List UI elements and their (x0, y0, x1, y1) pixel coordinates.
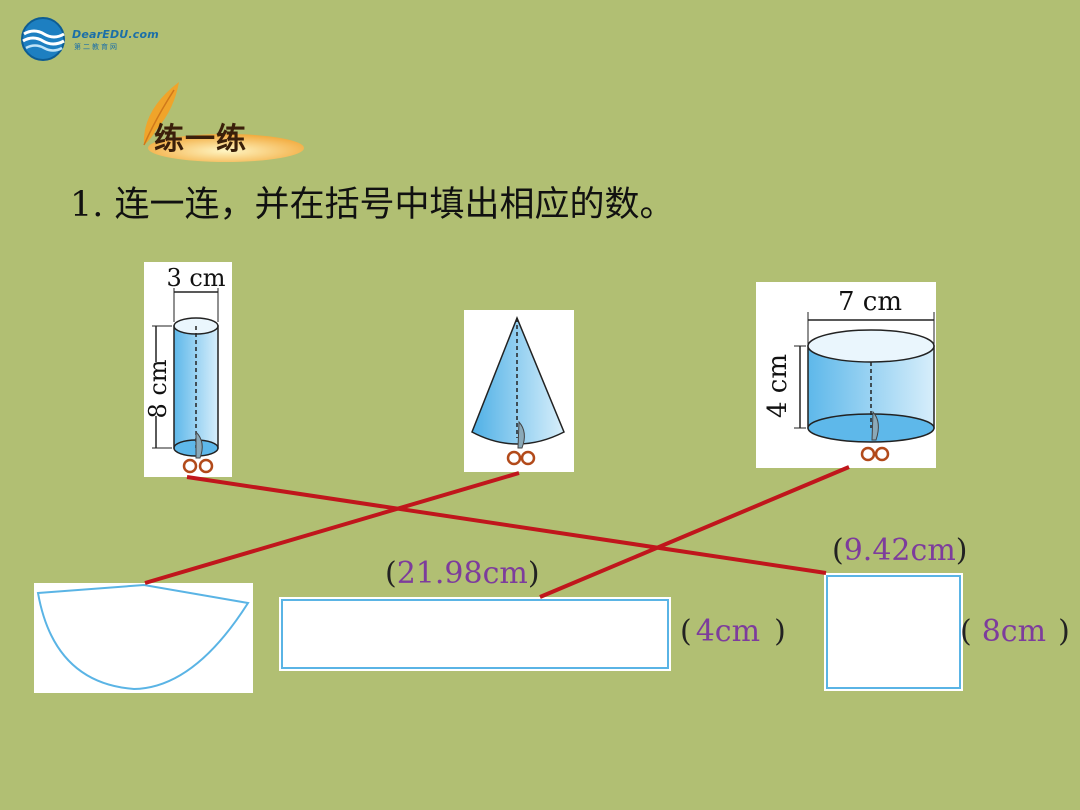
figure-cone (464, 310, 574, 472)
question-text: 1. 连一连，并在括号中填出相应的数。 (70, 185, 675, 225)
cylinder-small-height-label: 8 cm (144, 359, 172, 418)
cylinder-large-top-label: 7 cm (838, 287, 902, 317)
net-sector (34, 583, 253, 693)
cylinder-large-drawing: 7 cm 4 cm (763, 287, 935, 462)
answer-square-height: (8cm) (960, 614, 1070, 649)
answer-square-height-value: 8cm (981, 614, 1047, 649)
cylinder-small-drawing: 3 cm 8 cm (144, 264, 226, 474)
scissors-icon (860, 410, 890, 462)
cylinder-small-top-label: 3 cm (166, 264, 225, 292)
cylinder-large-height-label: 4 cm (763, 354, 793, 418)
badge-label: 练一练 (154, 122, 247, 157)
net-square (824, 573, 963, 691)
connector-large-cylinder-to-rectangle (539, 465, 850, 599)
logo-subtitle: 第二教育网 (74, 43, 119, 51)
answer-square-width-value: 9.42cm (843, 533, 956, 568)
feather-icon (143, 82, 179, 146)
answer-rect-width: (21.98cm) (385, 556, 540, 591)
figure-cylinder-small: 3 cm 8 cm (144, 262, 232, 477)
practice-badge (148, 134, 304, 162)
scissors-icon (506, 420, 536, 466)
figure-cylinder-large: 7 cm 4 cm (756, 282, 936, 468)
answer-rect-height-value: 4cm (695, 614, 761, 649)
net-rectangle (279, 597, 671, 671)
answer-square-width: (9.42cm) (832, 533, 968, 568)
cone-drawing (471, 315, 565, 466)
logo-globe-icon (21, 17, 65, 61)
answer-rect-height: (4cm) (680, 614, 786, 649)
logo (18, 16, 168, 62)
answer-rect-width-value: 21.98cm (396, 556, 528, 591)
logo-brand: DearEDU.com (72, 28, 159, 41)
sector-drawing (36, 583, 250, 691)
